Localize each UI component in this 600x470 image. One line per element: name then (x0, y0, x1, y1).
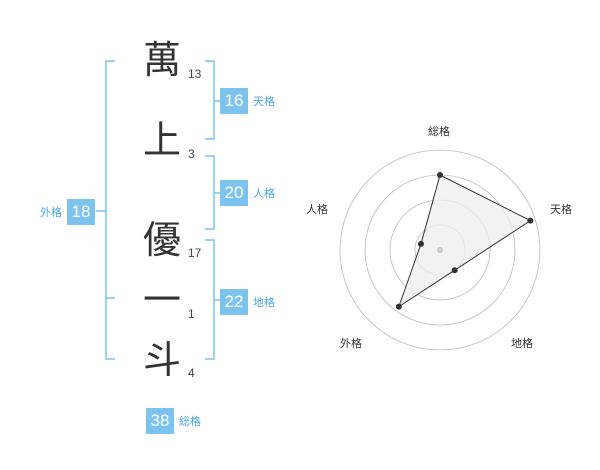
radar-center-dot (437, 247, 443, 253)
chikaku-label: 地格 (253, 296, 275, 309)
soukaku-label: 総格 (179, 415, 201, 428)
radar-label-soukaku: 総格 (428, 125, 450, 138)
tenkaku-value: 16 (220, 88, 248, 114)
radar-point-4 (395, 303, 402, 310)
radar-chart (339, 149, 541, 351)
chikaku-bracket (205, 239, 220, 360)
name-char-1: 萬 (142, 38, 181, 82)
radar-label-jinkaku: 人格 (306, 203, 328, 216)
stroke-count-5: 4 (188, 366, 195, 380)
soukaku-value: 38 (146, 408, 174, 434)
radar-score-polygon (397, 174, 532, 308)
soukaku-badge: 38 総格 (146, 408, 201, 434)
radar-point-2 (527, 217, 534, 224)
stroke-count-4: 1 (188, 307, 195, 321)
jinkaku-badge: 20 人格 (220, 180, 275, 206)
tenkaku-bracket (205, 60, 220, 140)
name-char-3: 優 (142, 218, 181, 262)
radar-label-tenkaku: 天格 (550, 203, 572, 216)
stroke-count-3: 17 (188, 246, 202, 260)
chikaku-badge: 22 地格 (220, 289, 275, 315)
jinkaku-value: 20 (220, 180, 248, 206)
name-char-5: 斗 (142, 338, 181, 382)
radar-grid-ring (339, 149, 541, 351)
stroke-count-2: 3 (188, 147, 195, 161)
jinkaku-label: 人格 (253, 187, 275, 200)
tenkaku-label: 天格 (253, 95, 275, 108)
radar-point-1 (437, 172, 443, 178)
gaikaku-bracket (96, 60, 115, 360)
jinkaku-bracket (205, 155, 220, 230)
name-char-4: 一 (142, 278, 181, 322)
gaikaku-label: 外格 (40, 206, 62, 219)
gaikaku-badge: 外格 18 (40, 199, 95, 225)
stroke-count-1: 13 (188, 67, 202, 81)
radar-point-3 (451, 267, 458, 274)
radar-label-gaikaku: 外格 (340, 337, 362, 350)
name-char-2: 上 (142, 118, 181, 162)
radar-point-5 (417, 240, 424, 247)
chikaku-value: 22 (220, 289, 248, 315)
tenkaku-badge: 16 天格 (220, 88, 275, 114)
radar-label-chikaku: 地格 (511, 337, 533, 350)
gaikaku-value: 18 (67, 199, 95, 225)
